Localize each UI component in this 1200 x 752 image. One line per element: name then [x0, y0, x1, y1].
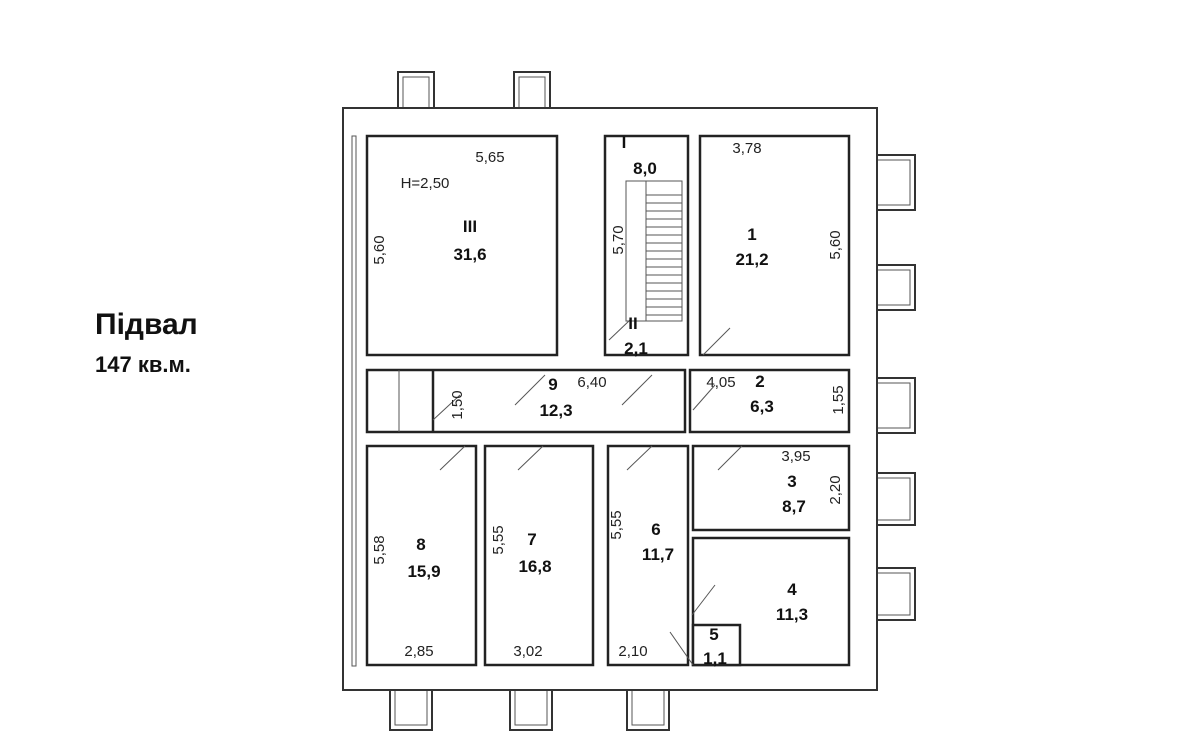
room-label: 5,60	[371, 235, 388, 264]
room-label: I	[622, 133, 627, 152]
door-swings	[432, 319, 743, 666]
room-label: III	[463, 217, 477, 236]
room-label: 8	[416, 535, 425, 554]
room-label: 1	[747, 225, 756, 244]
room-label: 2,1	[624, 339, 648, 358]
room-label: 5,55	[608, 510, 625, 539]
room-label: 3,02	[513, 643, 542, 660]
room-label: 3,95	[781, 448, 810, 465]
room-label: 7	[527, 530, 536, 549]
room-label: 11,7	[642, 545, 674, 564]
room-label: 6,3	[750, 397, 774, 416]
room-3	[691, 444, 851, 532]
room-label: 1,55	[830, 385, 847, 414]
room-label: 12,3	[539, 401, 572, 420]
window-bays	[389, 71, 916, 731]
room-9	[365, 368, 687, 434]
room-1	[698, 134, 851, 357]
room-label: 5,65	[475, 149, 504, 166]
room-III	[365, 134, 559, 357]
room-label: 2,85	[404, 643, 433, 660]
room-label: 2	[755, 372, 764, 391]
room-label: 5,70	[610, 225, 627, 254]
room-label: 8,0	[633, 159, 657, 178]
room-label: 4	[787, 580, 797, 599]
room-label: 5,58	[371, 535, 388, 564]
room-label: 6,40	[577, 374, 606, 391]
floor-area: 147 кв.м.	[95, 352, 191, 377]
room-label: 5,55	[490, 525, 507, 554]
room-label: 15,9	[407, 562, 440, 581]
room-label: 3,78	[732, 140, 761, 157]
room-label: H=2,50	[401, 175, 450, 192]
room-label: 21,2	[735, 250, 768, 269]
room-label: 9	[548, 375, 557, 394]
room-label: 4,05	[706, 374, 735, 391]
room-label: 5	[709, 625, 718, 644]
room-7	[483, 444, 595, 667]
room-label: 2,10	[618, 643, 647, 660]
room-2	[688, 368, 851, 434]
room-label: 1,1	[703, 649, 727, 668]
room-label: 2,20	[827, 475, 844, 504]
room-8	[365, 444, 478, 667]
room-label: 8,7	[782, 497, 806, 516]
room-label: 6	[651, 520, 660, 539]
room-label: 3	[787, 472, 796, 491]
room-6	[606, 444, 690, 667]
room-label: 5,60	[827, 230, 844, 259]
floor-title: Підвал	[95, 308, 198, 341]
room-label: 31,6	[453, 245, 486, 264]
room-label: 1,50	[449, 390, 466, 419]
room-labels: 5,65 H=2,50 III 31,6 5,60 I 8,0 5,70 II …	[371, 133, 847, 668]
room-label: II	[628, 314, 637, 333]
room-label: 11,3	[776, 605, 808, 624]
room-label: 16,8	[518, 557, 551, 576]
room-5	[691, 623, 742, 667]
staircase: (function(){var g=document.currentScript…	[625, 180, 683, 322]
